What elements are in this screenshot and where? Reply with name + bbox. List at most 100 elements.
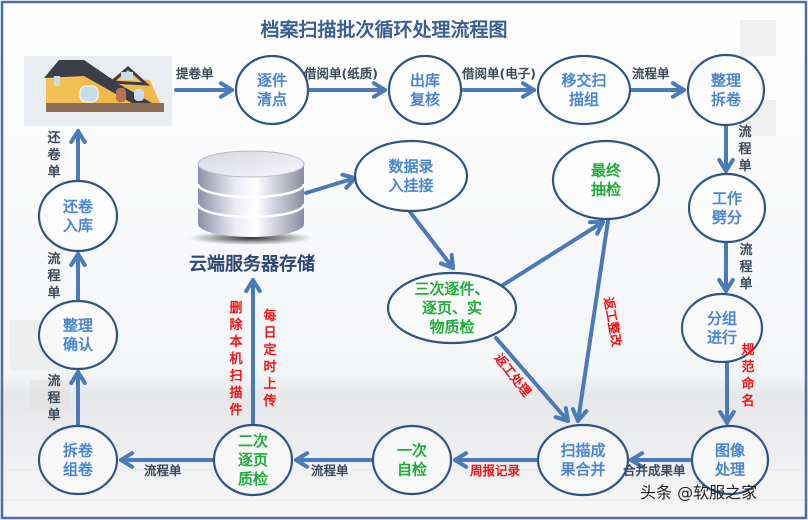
node-circle	[353, 139, 469, 213]
node-label-line: 整理	[63, 317, 93, 335]
node-label-line: 清点	[257, 91, 287, 109]
node-label-line: 整理	[711, 72, 741, 90]
arrow-house-to-zhujian	[174, 81, 234, 99]
node-circle	[37, 179, 119, 253]
node-label-line: 图像	[715, 442, 746, 460]
arrowhead-icon	[218, 81, 234, 99]
label-char: 单	[47, 164, 60, 180]
node-circle	[212, 423, 294, 497]
label-char: 日	[263, 326, 276, 341]
arrowhead-icon	[371, 81, 387, 99]
arrowhead-icon	[629, 451, 645, 469]
edge-label-yici-to-erci: 流程单	[311, 463, 349, 478]
node-label-line: 最终	[591, 162, 622, 180]
arrowhead-icon	[294, 451, 310, 469]
arrow-hebing-to-yici	[453, 451, 538, 469]
node-label-line: 三次逐件、	[414, 280, 489, 298]
arrowhead-icon	[588, 220, 605, 236]
edges-layer	[69, 81, 736, 469]
node-label-line: 进行	[707, 329, 737, 347]
node-label-line: 入库	[63, 217, 93, 235]
arrow-gongzuo-to-fenzu	[717, 241, 735, 293]
node-label-line: 处理	[714, 461, 745, 479]
node-circle	[680, 292, 764, 364]
node-circle	[386, 271, 518, 345]
node-circle	[551, 139, 661, 221]
label-char: 本	[229, 334, 242, 350]
arrowhead-icon	[438, 253, 455, 270]
arrowhead-icon	[119, 451, 135, 469]
arrow-sanci-to-zuizhong	[501, 220, 605, 287]
node-label-line: 自检	[397, 461, 427, 479]
node-label-line: 劈分	[712, 209, 742, 227]
node-circle	[387, 54, 463, 126]
edge-label-chuku-to-yijiao: 借阅单(电子)	[461, 66, 536, 81]
label-char: 删	[229, 300, 242, 316]
node-circle	[37, 299, 119, 371]
node-circle	[234, 54, 310, 126]
arrow-sanci-to-hebing	[494, 336, 570, 423]
arrowhead-icon	[69, 129, 87, 145]
node-label-line: 逐件	[257, 72, 287, 90]
node-label-line: 出库	[410, 72, 440, 90]
node-label-line: 逐页	[238, 451, 268, 469]
node-label-line: 确认	[63, 336, 94, 354]
edge-label-hebing-to-yici: 周报记录	[470, 463, 521, 478]
label-char: 程	[47, 391, 60, 406]
arrow-tuxiang-to-hebing	[629, 451, 692, 469]
label-char: 除	[229, 317, 243, 333]
arrow-shuju-to-sanci	[408, 210, 455, 270]
node-circle	[690, 424, 770, 496]
node-label-line: 果合并	[559, 461, 605, 479]
node-label-line: 扫描成	[560, 442, 605, 460]
diagram-title: 档案扫描批次循环处理流程图	[260, 18, 507, 41]
label-char: 机	[229, 351, 242, 367]
label-char: 流	[47, 373, 60, 389]
label-char: 还	[46, 130, 61, 146]
node-label-line: 还卷	[62, 198, 94, 216]
node-label-line: 移交扫	[561, 72, 606, 90]
arrow-erci-to-chaijuan	[119, 451, 215, 469]
arrowhead-icon	[717, 157, 735, 173]
node-label-line: 一次	[397, 442, 427, 460]
label-char: 单	[739, 276, 752, 292]
label-char: 程	[738, 142, 751, 157]
arrow-erci-to-storage	[244, 278, 262, 426]
arrowhead-icon	[69, 370, 87, 386]
label-char: 扫	[229, 368, 242, 384]
node-label-line: 数据录	[388, 158, 433, 176]
edge-label-huanjuan-to-house: 还卷单	[46, 130, 61, 180]
label-char: 程	[739, 260, 752, 275]
node-circle	[686, 53, 766, 127]
watermark: 头条 @软服之家	[640, 483, 757, 502]
node-label-line: 组卷	[63, 461, 94, 479]
edge-label-house-to-zhujian: 提卷单	[176, 66, 214, 81]
edge-label-erci-to-chaijuan: 流程单	[144, 463, 182, 478]
arrow-huanjuan-to-house	[69, 129, 87, 182]
node-label-line: 描组	[569, 91, 599, 109]
label-char: 时	[263, 359, 276, 375]
label-char: 卷	[47, 147, 61, 163]
arrow-queren-to-huanjuan	[69, 252, 87, 302]
nodes-layer: 逐件清点出库复核移交扫描组整理拆卷工作劈分分组进行图像处理扫描成果合并一次自检二…	[37, 53, 770, 497]
